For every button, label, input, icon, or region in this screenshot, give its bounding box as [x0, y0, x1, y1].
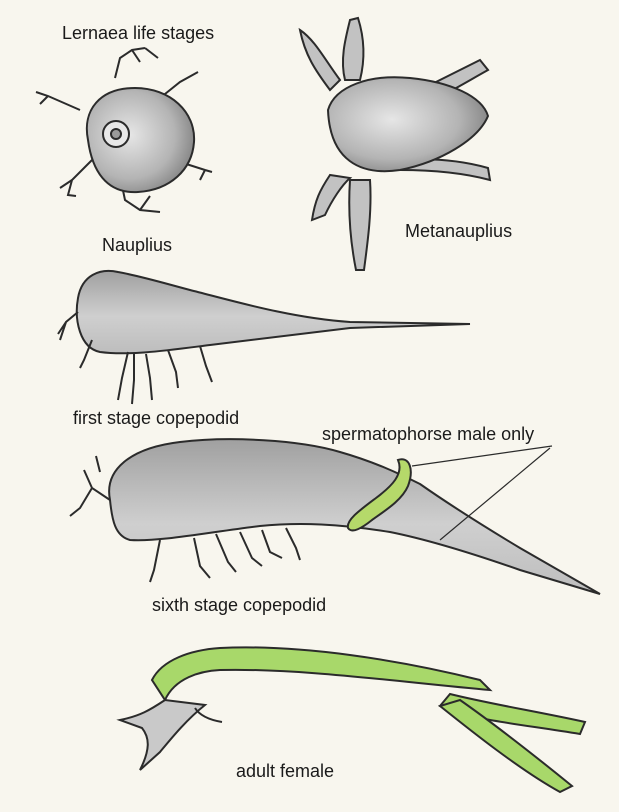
sixth-copepodid-illustration [70, 439, 600, 594]
adult-female-label: adult female [236, 762, 334, 780]
nauplius-illustration [36, 48, 212, 212]
metanauplius-label: Metanauplius [405, 222, 512, 240]
adult-female-illustration [120, 647, 585, 792]
nauplius-label: Nauplius [102, 236, 172, 254]
diagram-title: Lernaea life stages [62, 24, 214, 42]
first-copepodid-label: first stage copepodid [73, 409, 239, 427]
spermatophore-label: spermatophorse male only [322, 425, 534, 443]
first-copepodid-illustration [58, 271, 470, 404]
sixth-copepodid-label: sixth stage copepodid [152, 596, 326, 614]
